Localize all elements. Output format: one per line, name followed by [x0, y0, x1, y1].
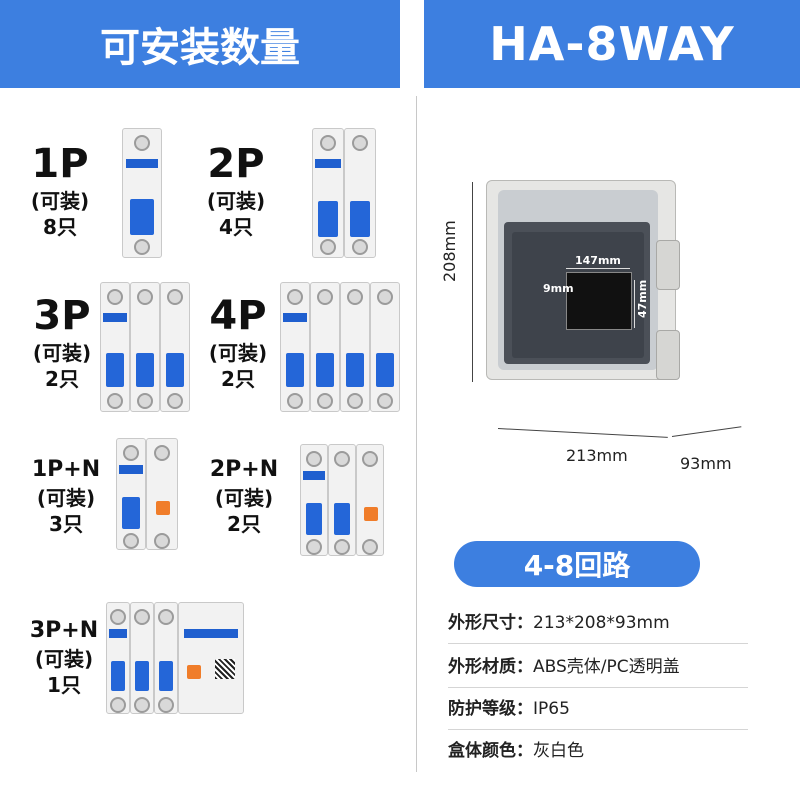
- divider: [416, 96, 417, 772]
- breaker-note: (可装): [32, 341, 92, 365]
- breaker-note: (可装): [208, 341, 268, 365]
- spec-row-protection: 防护等级：IP65: [448, 694, 748, 719]
- breaker-label-3pn: 3P+N (可装) 1只: [16, 616, 112, 698]
- spec-row-size: 外形尺寸：213*208*93mm: [448, 608, 748, 633]
- window-width-dimension: 147mm: [575, 254, 621, 267]
- quantity-title: 可安装数量: [0, 0, 400, 88]
- model-title: HA-8WAY: [424, 0, 800, 88]
- breaker-count: 1只: [47, 673, 81, 697]
- breaker-count: 2只: [227, 512, 261, 536]
- breaker-note: (可装): [206, 189, 266, 213]
- spec-row-color: 盒体颜色：灰白色: [448, 736, 748, 761]
- depth-dimension: 93mm: [680, 454, 732, 473]
- height-dim-line: [472, 182, 473, 382]
- breaker-label-3p: 3P (可装) 2只: [22, 292, 102, 392]
- breaker-2p-image: [312, 128, 376, 258]
- spec-row-material: 外形材质：ABS壳体/PC透明盖: [448, 652, 748, 677]
- window-gap-dimension: 9mm: [543, 282, 574, 295]
- breaker-label-1p: 1P (可装) 8只: [20, 140, 100, 240]
- breaker-note: (可装): [36, 486, 96, 510]
- depth-dim-line: [671, 426, 742, 437]
- width-dim-line: [497, 428, 668, 438]
- breaker-3p-image: [100, 282, 190, 412]
- spec-value: IP65: [533, 699, 570, 719]
- spec-key: 外形材质：: [448, 657, 533, 677]
- breaker-count: 4只: [219, 215, 253, 239]
- spec-value: 灰白色: [533, 741, 584, 761]
- breaker-1p-image: [122, 128, 162, 258]
- breaker-type: 1P+N: [31, 457, 101, 482]
- breaker-type: 2P+N: [209, 457, 279, 482]
- spec-key: 防护等级：: [448, 699, 533, 719]
- spec-key: 外形尺寸：: [448, 613, 533, 633]
- spec-value: ABS壳体/PC透明盖: [533, 657, 680, 677]
- breaker-count: 3只: [49, 512, 83, 536]
- window-height-dimension: 47mm: [636, 279, 649, 318]
- breaker-type: 1P: [31, 141, 89, 187]
- spec-divider: [448, 729, 748, 730]
- spec-value: 213*208*93mm: [533, 613, 670, 633]
- breaker-note: (可装): [34, 647, 94, 671]
- breaker-4p-image: [280, 282, 400, 412]
- breaker-1pn-image: [116, 438, 178, 550]
- breaker-type: 3P: [33, 293, 91, 339]
- window-width-line: [566, 268, 630, 269]
- breaker-count: 2只: [45, 367, 79, 391]
- breaker-label-1pn: 1P+N (可装) 3只: [18, 455, 114, 537]
- latch-bottom: [656, 330, 680, 380]
- spec-divider: [448, 643, 748, 644]
- width-dimension: 213mm: [566, 446, 628, 465]
- spec-key: 盒体颜色：: [448, 741, 533, 761]
- breaker-2pn-image: [300, 444, 384, 556]
- window-height-line: [634, 280, 635, 328]
- breaker-count: 2只: [221, 367, 255, 391]
- breaker-type: 2P: [207, 141, 265, 187]
- spec-divider: [448, 687, 748, 688]
- breaker-note: (可装): [30, 189, 90, 213]
- breaker-type: 3P+N: [29, 618, 99, 643]
- breaker-type: 4P: [209, 293, 267, 339]
- breaker-label-2pn: 2P+N (可装) 2只: [196, 455, 292, 537]
- breaker-window: [566, 272, 632, 330]
- breaker-label-4p: 4P (可装) 2只: [198, 292, 278, 392]
- height-dimension: 208mm: [440, 220, 459, 282]
- breaker-note: (可装): [214, 486, 274, 510]
- latch-top: [656, 240, 680, 290]
- circuits-badge: 4-8回路: [454, 541, 700, 587]
- breaker-label-2p: 2P (可装) 4只: [196, 140, 276, 240]
- breaker-3pn-image: [106, 602, 244, 714]
- breaker-count: 8只: [43, 215, 77, 239]
